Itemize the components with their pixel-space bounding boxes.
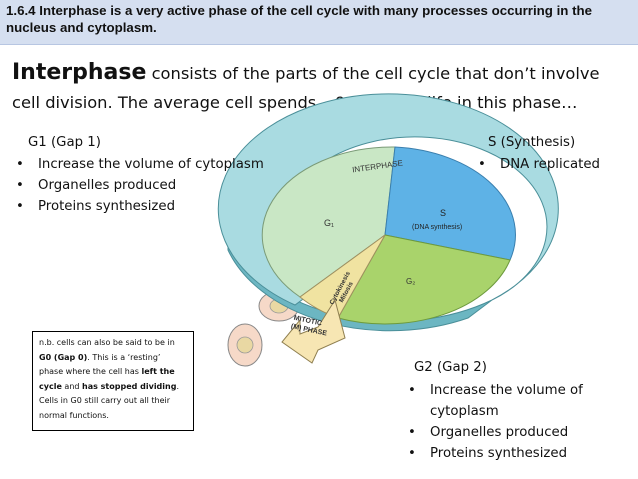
intro-lead: Interphase [12,60,147,85]
note-text: and [61,381,83,391]
s-title: S (Synthesis) [488,135,576,150]
g1-title: G1 (Gap 1) [28,135,101,150]
list-item: Proteins synthesized [406,443,636,464]
note-bold-left-cycle: left the cycle [39,367,175,391]
mitotic-arrow [281,298,346,364]
list-item: Increase the volume of cytoplasm [14,154,304,175]
g2-bullet-list: Increase the volume of cytoplasm Organel… [406,380,636,464]
list-item: Proteins synthesized [14,196,304,217]
list-item: DNA replicated [476,154,636,175]
g2-sector [337,234,511,325]
s-sector [384,146,516,261]
s-bullet-list: DNA replicated [476,154,636,175]
g2-title: G2 (Gap 2) [414,360,487,375]
note-text: n.b. cells can also be said to be in [39,338,175,347]
interphase-ring [217,93,559,306]
g1-bullet-list: Increase the volume of cytoplasm Organel… [14,154,304,217]
note-text: . Cells in G0 still carry out all their … [39,381,179,420]
header-title: 1.6.4 Interphase is a very active phase … [6,3,593,35]
s-label: S [440,208,446,218]
g2-label: G₂ [406,277,415,286]
header-bar: 1.6.4 Interphase is a very active phase … [0,0,638,45]
list-item: Organelles produced [14,175,304,196]
g1-label: G₁ [324,218,334,228]
cell-lower-nucleus [236,336,254,354]
list-item: Increase the volume of cytoplasm [406,380,636,422]
note-bold-g0: G0 (Gap 0) [39,352,88,362]
note-text: . This is a ‘resting’ phase where the ce… [39,352,161,377]
list-item: Organelles produced [406,422,636,443]
s-sublabel: (DNA synthesis) [412,224,462,231]
note-bold-stopped-dividing: has stopped dividing [82,381,177,391]
g0-note-box: n.b. cells can also be said to be in G0 … [32,331,194,431]
